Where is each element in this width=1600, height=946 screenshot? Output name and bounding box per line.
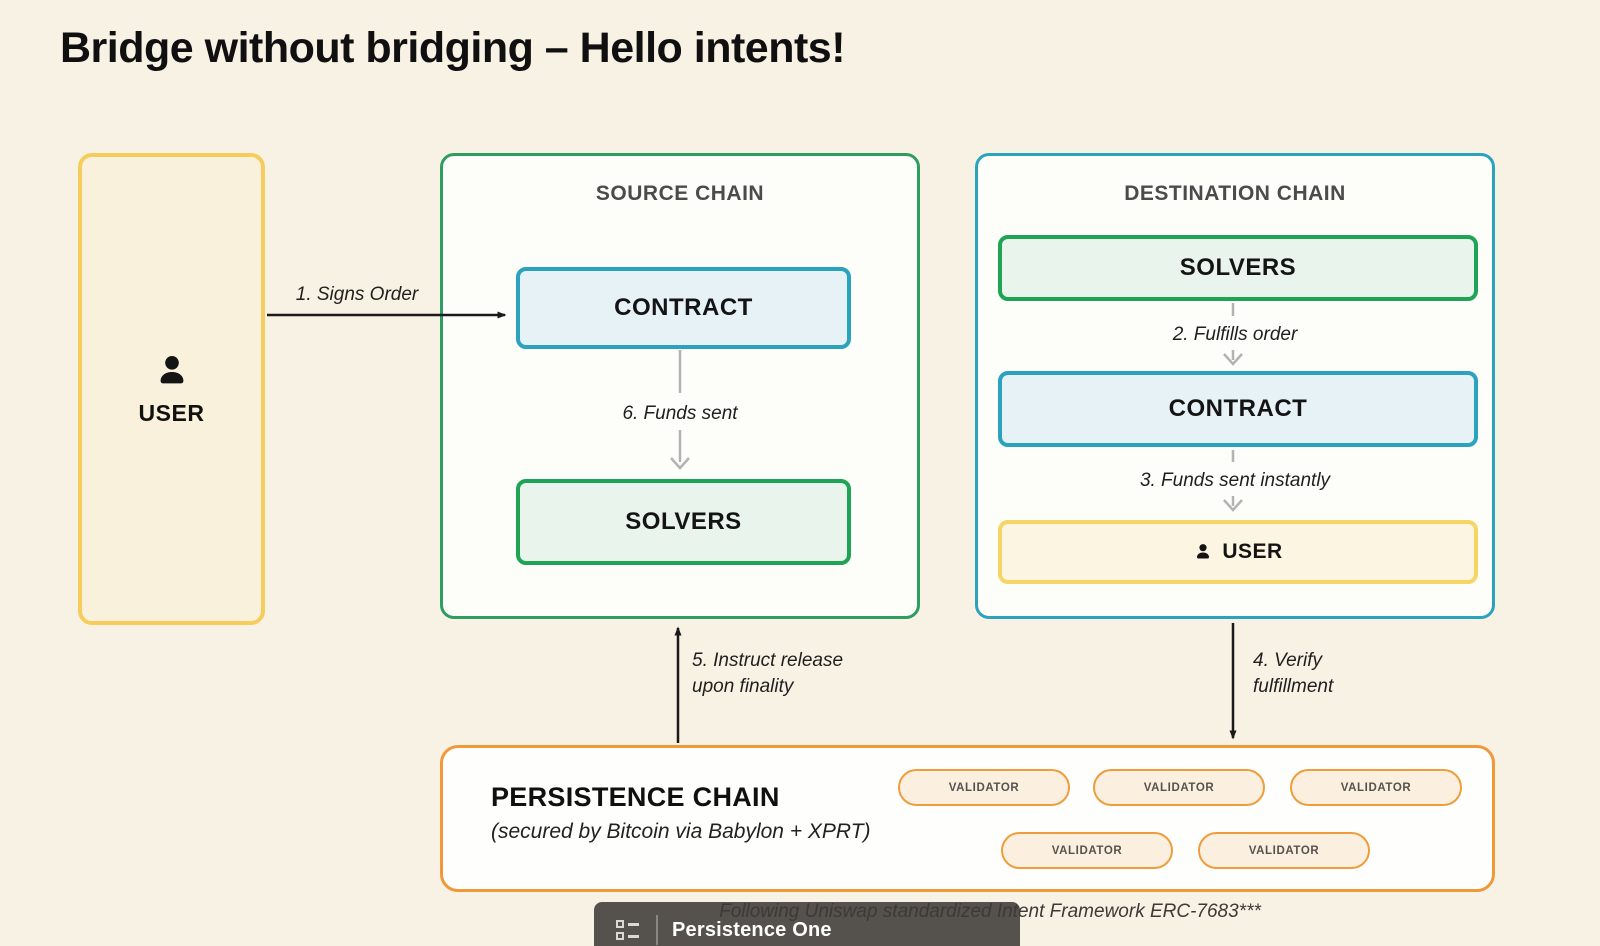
flow-label-verify-fulfillment: 4. Verify fulfillment [1253, 650, 1334, 697]
source-solvers-label: SOLVERS [625, 508, 742, 535]
persistence-chain-subtitle: (secured by Bitcoin via Babylon + XPRT) [491, 820, 871, 843]
destination-user-label: USER [1222, 540, 1283, 563]
flow-label-funds-sent: 6. Funds sent [622, 403, 738, 424]
footer-brand-bar: Persistence One [594, 902, 1020, 946]
flow-label-signs-order: 1. Signs Order [295, 284, 419, 305]
validator-pill: VALIDATOR [898, 769, 1070, 806]
destination-contract-node: CONTRACT [998, 371, 1478, 447]
flow-label-fulfills-order: 2. Fulfills order [1172, 324, 1298, 345]
user-panel: USER [78, 153, 265, 625]
source-chain-title: SOURCE CHAIN [595, 182, 765, 205]
destination-user-node: USER [998, 520, 1478, 584]
persistence-logo-icon [616, 918, 642, 942]
validator-pill: VALIDATOR [1198, 832, 1370, 869]
user-icon [1197, 544, 1210, 559]
user-icon [160, 355, 183, 383]
footer-divider [656, 915, 658, 945]
destination-solvers-label: SOLVERS [1179, 254, 1297, 281]
page-title: Bridge without bridging – Hello intents! [60, 24, 846, 72]
destination-chain-panel: DESTINATION CHAIN SOLVERS CONTRACT USER [975, 153, 1495, 619]
validator-pill: VALIDATOR [1290, 769, 1462, 806]
validator-pill: VALIDATOR [1001, 832, 1173, 869]
source-chain-panel: SOURCE CHAIN CONTRACT SOLVERS [440, 153, 920, 619]
destination-solvers-node: SOLVERS [998, 235, 1478, 301]
source-solvers-node: SOLVERS [516, 479, 851, 565]
footer-caption: Following Uniswap standardized Intent Fr… [719, 901, 1261, 922]
destination-contract-label: CONTRACT [1168, 395, 1308, 422]
user-panel-label: USER [138, 399, 205, 426]
persistence-chain-panel: PERSISTENCE CHAIN (secured by Bitcoin vi… [440, 745, 1495, 892]
validator-pill: VALIDATOR [1093, 769, 1265, 806]
flow-label-instruct-release: 5. Instruct release upon finality [692, 650, 844, 697]
source-contract-node: CONTRACT [516, 267, 851, 349]
persistence-chain-title: PERSISTENCE CHAIN [491, 782, 780, 812]
source-contract-label: CONTRACT [614, 294, 753, 321]
footer-brand-name: Persistence One [672, 918, 832, 941]
destination-chain-title: DESTINATION CHAIN [1124, 182, 1346, 205]
flow-label-funds-sent-instantly: 3. Funds sent instantly [1139, 470, 1331, 491]
